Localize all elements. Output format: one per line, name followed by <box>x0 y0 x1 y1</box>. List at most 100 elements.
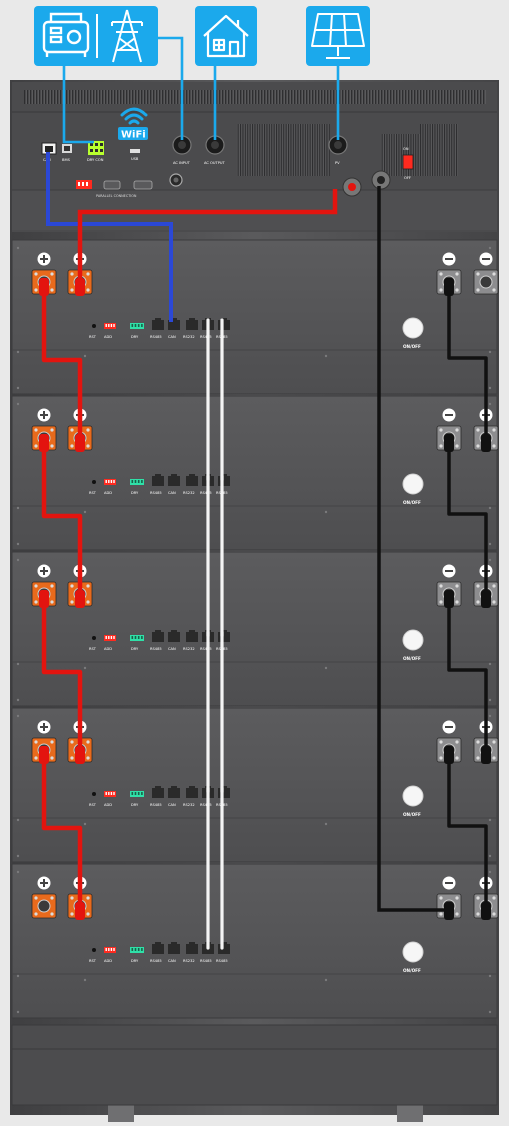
module-negative-terminal-right-screw <box>455 740 459 744</box>
positive-plug <box>39 278 49 296</box>
module-negative-terminal-right-b-screw <box>476 912 480 916</box>
label-rs232: RS232 <box>183 491 195 495</box>
reset-button[interactable] <box>92 636 96 640</box>
rs485-port-latch <box>155 786 161 789</box>
module-power-button[interactable] <box>402 317 424 339</box>
module-negative-terminal-screw <box>86 584 90 588</box>
module-negative-terminal-right-b-socket <box>479 275 493 289</box>
module-positive-terminal-screw <box>34 272 38 276</box>
rs485-port-link-out <box>218 944 230 954</box>
address-dip-switch[interactable] <box>104 479 116 485</box>
negative-plug-right <box>444 746 454 764</box>
module-negative-terminal-right-screw <box>455 272 459 276</box>
module-screw <box>488 558 492 562</box>
module-negative-terminal-right-b-symbol-bar <box>482 258 490 260</box>
label-dry: DRY <box>131 647 139 651</box>
module-negative-terminal-right-b-screw <box>476 740 480 744</box>
address-dip-switch[interactable] <box>104 635 116 641</box>
wifi-dongle: WiFi <box>118 107 148 141</box>
label-rs485-in: RS485 <box>200 959 212 963</box>
module-positive-terminal-screw <box>50 600 54 604</box>
module-positive-terminal-screw <box>50 912 54 916</box>
label-rs485-out: RS485 <box>216 959 228 963</box>
module-negative-terminal-screw <box>70 756 74 760</box>
dip-switch-lever <box>105 792 107 795</box>
label-rs232: RS232 <box>183 959 195 963</box>
module-screw <box>488 386 492 390</box>
module-screw <box>488 854 492 858</box>
generator-icon <box>42 12 90 57</box>
module-power-button[interactable] <box>402 473 424 495</box>
cable-series-negative-1 <box>447 286 488 436</box>
module-screw <box>16 542 20 546</box>
can-port-latch <box>171 942 177 945</box>
module-power-button[interactable] <box>402 629 424 651</box>
parallel-port-a <box>103 180 121 190</box>
reset-button[interactable] <box>92 480 96 484</box>
cable-generator-to-dry <box>62 64 94 144</box>
inverter-rocker-switch[interactable] <box>402 154 414 170</box>
rs232-port-latch <box>189 786 195 789</box>
module-screw <box>324 354 328 358</box>
module-negative-terminal-screw <box>70 584 74 588</box>
module-screw <box>488 350 492 354</box>
battery-module-panel <box>11 395 498 551</box>
module-negative-terminal-right-b-screw <box>492 600 496 604</box>
label-ac-output: AC OUTPUT <box>204 161 225 165</box>
module-positive-terminal-screw <box>34 288 38 292</box>
module-negative-terminal-right-symbol-bar <box>445 726 453 728</box>
reset-button[interactable] <box>92 792 96 796</box>
module-negative-terminal-screw <box>70 896 74 900</box>
negative-plug-right <box>444 434 454 452</box>
negative-plug <box>75 902 85 920</box>
dry-contact-pin <box>137 324 140 327</box>
rs485-port-link-out <box>218 476 230 486</box>
label-onoff: ON/OFF <box>403 500 421 505</box>
dip-switch-lever <box>108 636 110 639</box>
module-screw <box>16 1010 20 1014</box>
reset-button[interactable] <box>92 324 96 328</box>
module-negative-terminal-right-screw <box>439 756 443 760</box>
can-port-latch <box>171 786 177 789</box>
module-screw <box>83 354 87 358</box>
house-icon <box>203 14 249 58</box>
label-can: CAN <box>168 647 176 651</box>
can-port-latch <box>171 318 177 321</box>
positive-plug <box>39 434 49 452</box>
address-dip-switch[interactable] <box>104 947 116 953</box>
label-rst: RST <box>89 803 97 807</box>
dry-contact-pin <box>131 792 134 795</box>
address-dip-switch[interactable] <box>104 323 116 329</box>
dry-contact-pin <box>134 948 137 951</box>
module-negative-terminal-screw <box>70 600 74 604</box>
dip-switch-lever <box>108 948 110 951</box>
module-positive-terminal <box>31 876 57 919</box>
negative-plug <box>75 278 85 296</box>
label-onoff: ON/OFF <box>403 812 421 817</box>
address-dip-switch[interactable] <box>104 791 116 797</box>
cable-series-positive-3 <box>41 598 83 748</box>
module-positive-terminal-screw <box>50 444 54 448</box>
module-negative-terminal-right-b-screw <box>476 288 480 292</box>
label-rs485: RS485 <box>150 335 162 339</box>
generator-grid-icon-box <box>34 6 158 66</box>
module-power-button[interactable] <box>402 785 424 807</box>
rs485-port-link-out <box>218 788 230 798</box>
reset-button[interactable] <box>92 948 96 952</box>
cables <box>39 36 491 950</box>
module-screw <box>488 542 492 546</box>
cable-series-negative-2 <box>447 442 488 592</box>
dry-contact-pin <box>141 480 143 483</box>
module-negative-terminal-right-b-screw <box>476 428 480 432</box>
parallel-port-b <box>133 180 153 190</box>
dry-contact-port <box>130 791 144 797</box>
module-power-button[interactable] <box>402 941 424 963</box>
rs232-port <box>186 944 198 954</box>
module-screw <box>488 1010 492 1014</box>
negative-plug-right-b <box>481 902 491 920</box>
module-negative-terminal-right-b-screw <box>492 912 496 916</box>
